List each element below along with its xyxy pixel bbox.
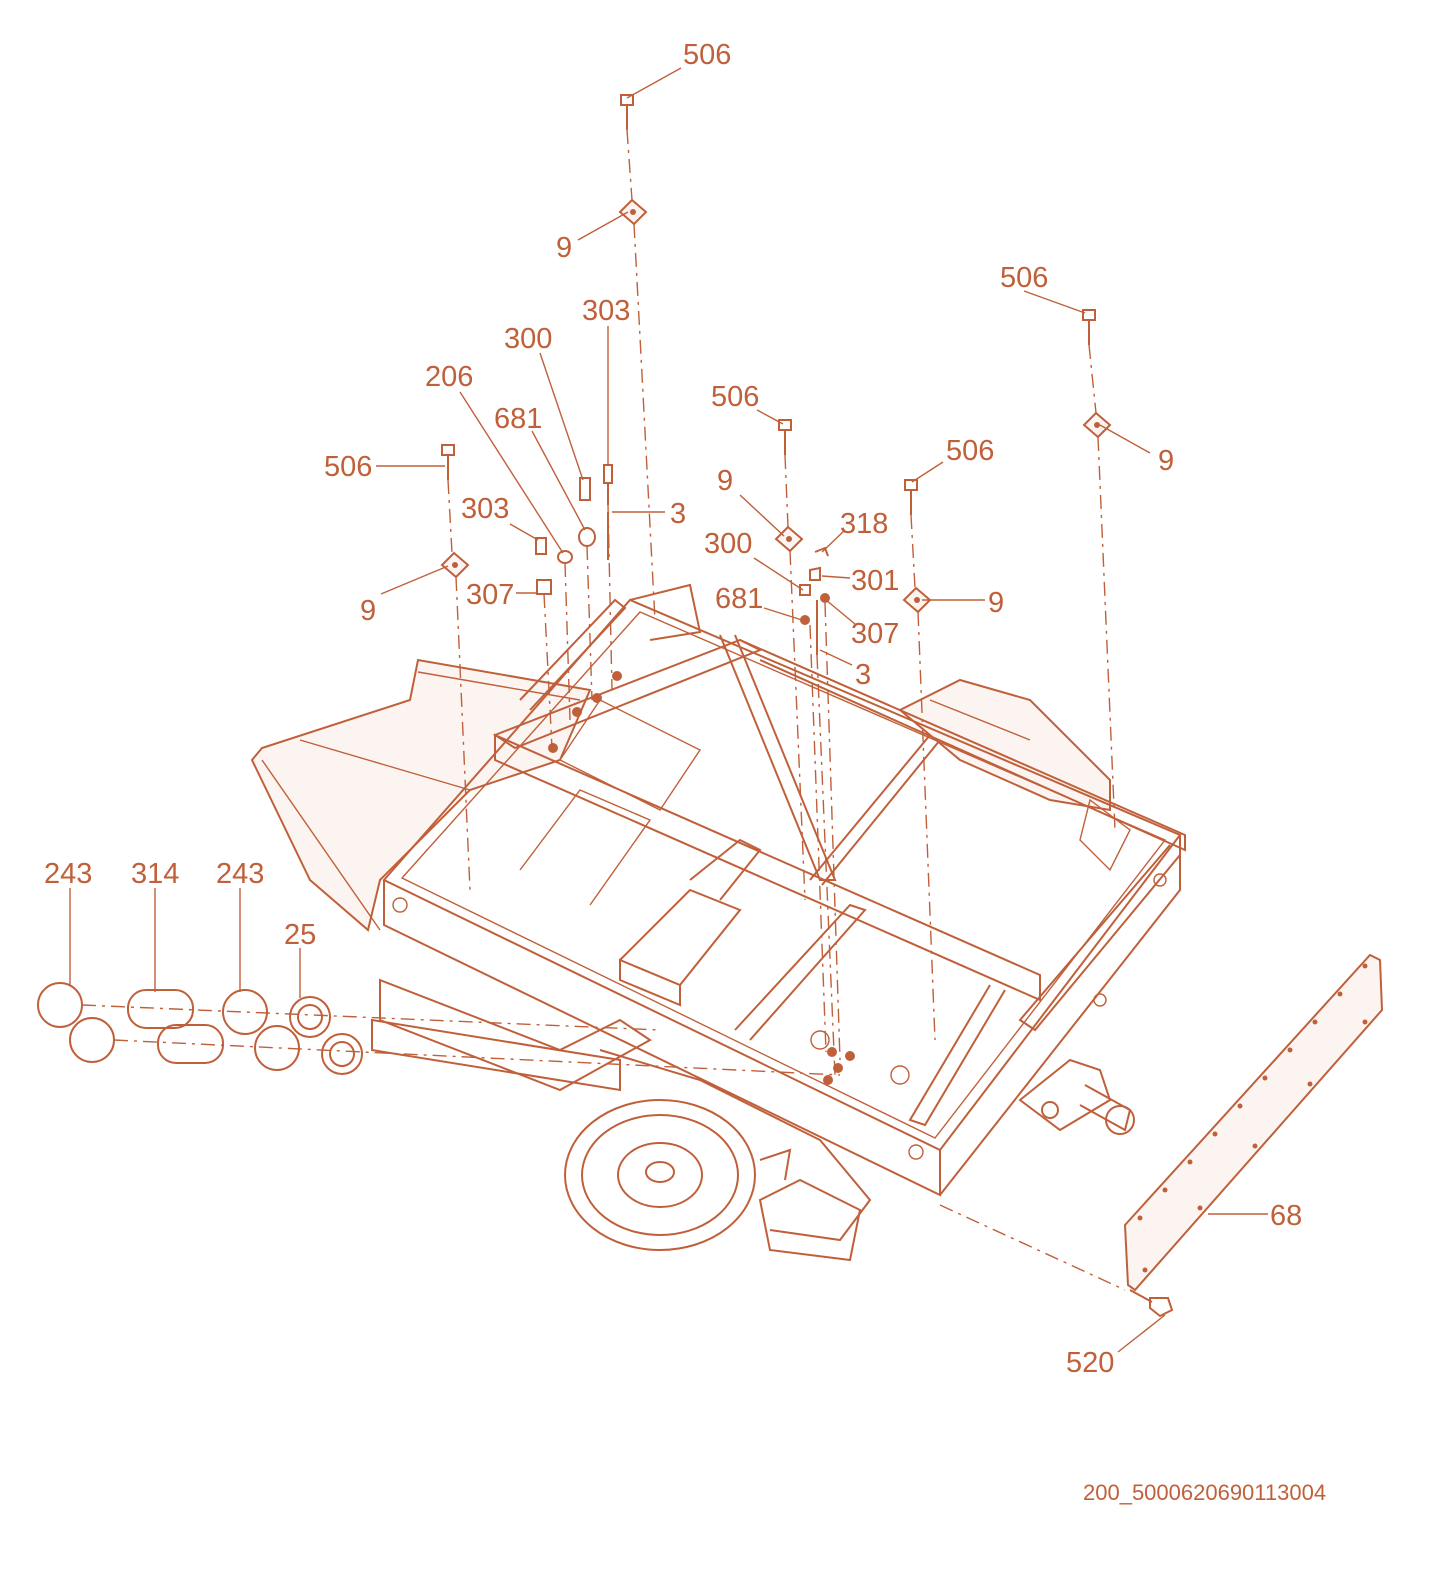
exploded-hardware (37, 94, 1384, 1318)
bolt-506-b (441, 444, 455, 480)
plate-9-b (440, 551, 470, 579)
plate-9-c (774, 525, 804, 553)
rear-panel-68 (1123, 953, 1384, 1292)
panel-rivets (1137, 963, 1368, 1273)
callout-9-b: 9 (360, 595, 376, 627)
callout-318: 318 (840, 508, 888, 540)
callout-301: 301 (851, 565, 899, 597)
bolt-506-e (1082, 309, 1096, 345)
fitting-307-a (536, 579, 552, 595)
fitting-206 (557, 550, 573, 564)
callout-3-a: 3 (670, 498, 686, 530)
callout-300-b: 300 (704, 528, 752, 560)
plate-9-a (618, 198, 648, 226)
callout-25: 25 (284, 919, 316, 951)
callout-681-b: 681 (715, 583, 763, 615)
fitting-681-a (578, 527, 596, 547)
fitting-300-b (799, 584, 811, 596)
fitting-303-a (603, 464, 613, 505)
trailer-frame-drawing (250, 583, 1186, 1262)
bolt-506-c (778, 419, 792, 455)
callout-243-b: 243 (216, 858, 264, 890)
callout-314: 314 (131, 858, 179, 890)
lens-243-a (37, 982, 115, 1063)
callout-303-b: 303 (461, 493, 509, 525)
callout-681-a: 681 (494, 403, 542, 435)
callout-506-c: 506 (711, 381, 759, 413)
callout-9-c: 9 (717, 465, 733, 497)
callout-9-d: 9 (1158, 445, 1174, 477)
plate-9-e (1082, 411, 1112, 439)
callout-506-a: 506 (683, 39, 731, 71)
callout-307-a: 307 (466, 579, 514, 611)
lens-243-b (222, 989, 300, 1071)
callout-303-a: 303 (582, 295, 630, 327)
callout-68: 68 (1270, 1200, 1302, 1232)
callout-300-a: 300 (504, 323, 552, 355)
callout-506-e: 506 (1000, 262, 1048, 294)
callout-206: 206 (425, 361, 473, 393)
callout-520: 520 (1066, 1347, 1114, 1379)
callout-506-d: 506 (946, 435, 994, 467)
callout-labels: 506 9 506 9 303 300 206 681 506 506 3 30… (44, 39, 1302, 1379)
fitting-301 (809, 566, 821, 581)
bolt-506-a (620, 94, 634, 130)
leader-lines (69, 67, 1268, 1353)
callout-9-e: 9 (988, 587, 1004, 619)
bolt-520 (1129, 1289, 1174, 1318)
callout-506-b: 506 (324, 451, 372, 483)
fitting-303-b (535, 537, 547, 555)
drawing-code: 200_5000620690113004 (1083, 1480, 1326, 1505)
fitting-318 (814, 546, 829, 557)
callout-307-b: 307 (851, 618, 899, 650)
callout-243-a: 243 (44, 858, 92, 890)
callout-9-a: 9 (556, 232, 572, 264)
assembly-centerlines (81, 129, 1126, 1291)
housing-314 (127, 989, 224, 1064)
fitting-300-a (579, 477, 591, 501)
bolt-506-d (904, 479, 918, 515)
fitting-681-b (800, 615, 810, 625)
grommet-25 (289, 996, 363, 1075)
callout-3-b: 3 (855, 659, 871, 691)
